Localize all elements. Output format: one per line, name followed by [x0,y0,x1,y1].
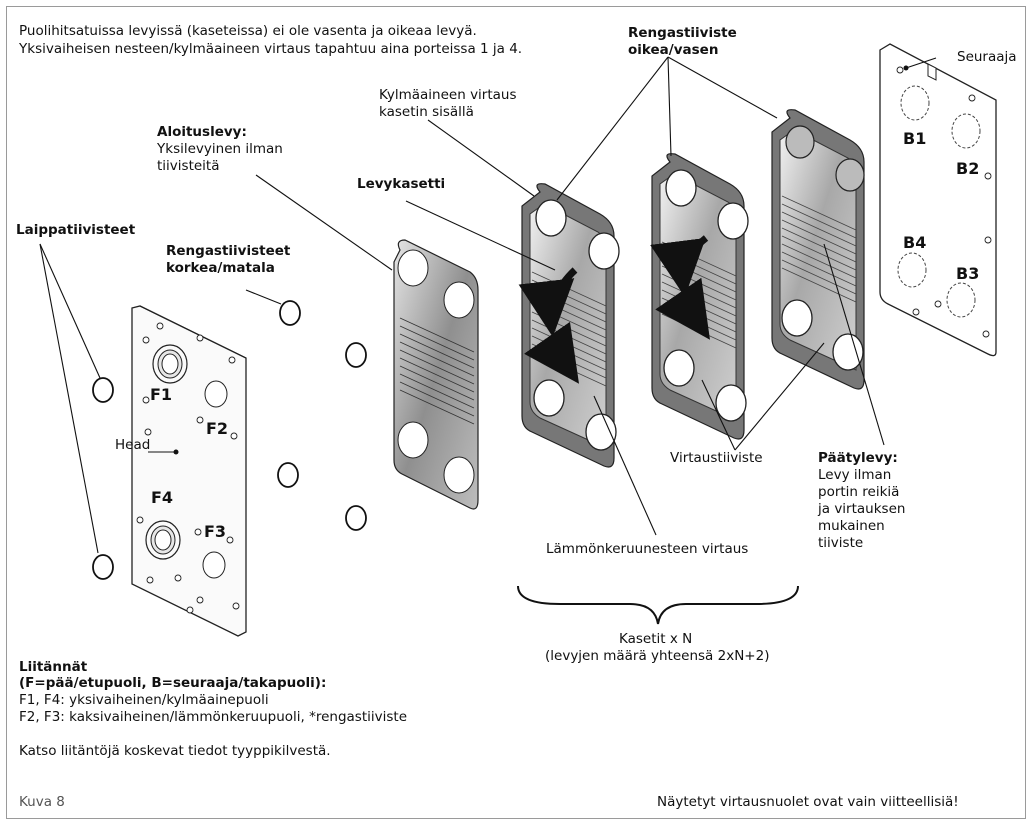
label-flange-gaskets: Laippatiivisteet [16,222,135,239]
label-start-plate-1: Yksilevyinen ilman [157,141,283,158]
flange-gaskets [93,378,113,579]
label-refrigerant-flow-1: Kylmäaineen virtaus [379,87,517,104]
connections-subtitle: (F=pää/etupuoli, B=seuraaja/takapuoli): [19,675,326,692]
label-ring-gasket-right-left-2: oikea/vasen [628,42,718,59]
label-heat-transfer-flow: Lämmönkeruunesteen virtaus [546,541,748,558]
cassette-1 [522,184,619,467]
label-flow-gasket: Virtaustiiviste [670,450,763,467]
label-end-plate-title: Päätylevy: [818,450,898,467]
head-plate [132,306,246,636]
connections-note: Katso liitäntöjä koskevat tiedot tyyppik… [19,743,331,760]
label-end-plate-1: Levy ilman [818,467,891,484]
follower-plate [880,44,996,356]
cassette-2 [652,154,748,439]
ring-gaskets-high-low [278,301,366,530]
connections-line-2: F2, F3: kaksivaiheinen/lämmönkeruupuoli,… [19,709,407,726]
cassette-3 [772,110,864,389]
label-head: Head [115,437,150,454]
start-plate [394,240,478,509]
intro-line-2: Yksivaiheisen nesteen/kylmäaineen virtau… [19,41,522,58]
label-end-plate-2: portin reikiä [818,484,899,501]
port-label-b2: B2 [956,160,979,177]
label-start-plate-2: tiivisteitä [157,158,219,175]
port-f3-hole [203,552,225,578]
port-label-f4: F4 [151,489,173,506]
port-label-b3: B3 [956,265,979,282]
label-follower: Seuraaja [957,49,1017,66]
cassettes-brace [518,586,798,624]
label-ring-gaskets-high-low-1: Rengastiivisteet [166,243,290,260]
label-plate-count: (levyjen määrä yhteensä 2xN+2) [545,648,769,665]
connections-line-1: F1, F4: yksivaiheinen/kylmäainepuoli [19,692,269,709]
port-f1-ring [153,345,187,383]
port-f2-hole [205,381,227,407]
port-f4-ring [146,521,180,559]
label-end-plate-4: mukainen [818,518,885,535]
intro-line-1: Puolihitsatuissa levyissä (kaseteissa) e… [19,23,477,40]
label-cassettes-n: Kasetit x N [619,631,692,648]
label-start-plate-title: Aloituslevy: [157,124,247,141]
label-ring-gasket-right-left-1: Rengastiiviste [628,25,737,42]
label-end-plate-3: ja virtauksen [818,501,905,518]
port-label-f3: F3 [204,523,226,540]
port-label-b1: B1 [903,130,926,147]
label-ring-gaskets-high-low-2: korkea/matala [166,260,275,277]
figure-caption: Kuva 8 [19,794,65,811]
label-end-plate-5: tiiviste [818,535,863,552]
port-label-f1: F1 [150,386,172,403]
port-label-b4: B4 [903,234,926,251]
label-refrigerant-flow-2: kasetin sisällä [379,104,474,121]
flow-arrow-disclaimer: Näytetyt virtausnuolet ovat vain viittee… [657,794,959,811]
port-label-f2: F2 [206,420,228,437]
connections-title: Liitännät [19,659,87,676]
label-cassette: Levykasetti [357,176,445,193]
